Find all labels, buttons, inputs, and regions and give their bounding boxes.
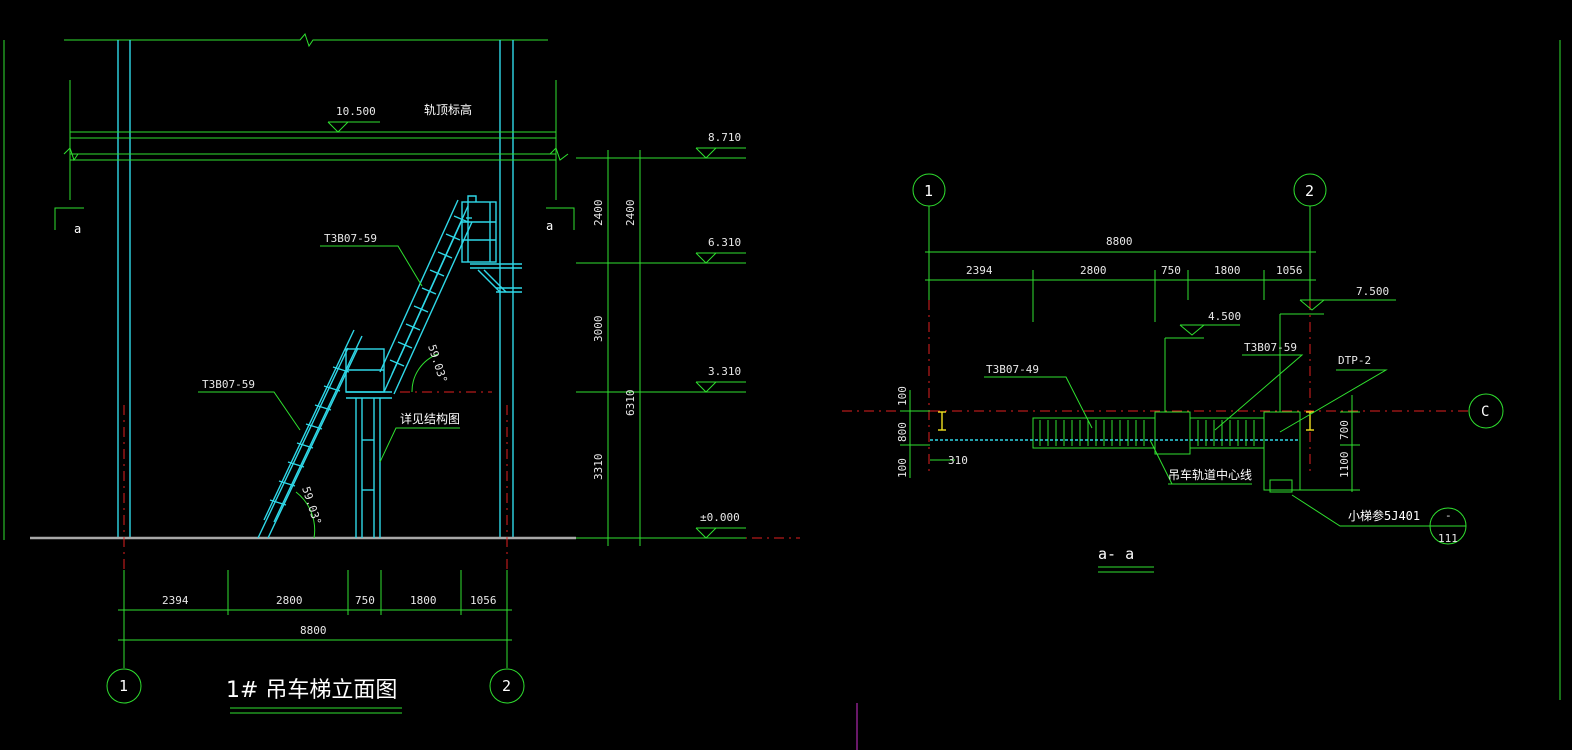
level-6310: 6.310 bbox=[708, 236, 741, 249]
crane-beam bbox=[63, 80, 569, 200]
svg-text:2400: 2400 bbox=[592, 200, 605, 227]
vertical-dimensions: 2400 3000 3310 2400 6310 bbox=[592, 150, 641, 546]
section-dimensions: 8800 2394 2800 750 1800 1056 bbox=[925, 235, 1316, 322]
svg-text:100: 100 bbox=[896, 458, 909, 478]
svg-text:a: a bbox=[74, 222, 81, 236]
svg-text:2800: 2800 bbox=[276, 594, 303, 607]
svg-text:DTP-2: DTP-2 bbox=[1338, 354, 1371, 367]
level-8710: 8.710 bbox=[708, 131, 741, 144]
angle-arc-upper bbox=[411, 353, 439, 393]
rail-top-label: 轨顶标高 bbox=[424, 102, 472, 117]
svg-text:8800: 8800 bbox=[1106, 235, 1133, 248]
section-mark-left: a bbox=[54, 207, 84, 236]
rail-marks bbox=[938, 411, 1314, 431]
svg-text:3310: 3310 bbox=[592, 454, 605, 481]
svg-text:a: a bbox=[546, 219, 553, 233]
svg-text:4.500: 4.500 bbox=[1208, 310, 1241, 323]
landing-support bbox=[355, 398, 381, 538]
svg-text:100: 100 bbox=[896, 386, 909, 406]
svg-text:吊车轨道中心线: 吊车轨道中心线 bbox=[1168, 467, 1252, 482]
svg-text:T3B07-59: T3B07-59 bbox=[202, 378, 255, 391]
stair-ref-lower-callout: T3B07-59 bbox=[198, 378, 301, 431]
svg-text:-: - bbox=[1445, 509, 1452, 522]
lower-stair bbox=[257, 329, 363, 539]
level-3310: 3.310 bbox=[708, 365, 741, 378]
section-title: a- a bbox=[1098, 545, 1134, 563]
svg-text:750: 750 bbox=[355, 594, 375, 607]
section-callouts: T3B07-49 T3B07-59 DTP-2 吊车轨道中心线 小梯参5J401 bbox=[984, 341, 1430, 527]
section-left-dims: 100 800 100 310 bbox=[896, 386, 968, 478]
svg-text:T3B07-59: T3B07-59 bbox=[324, 232, 377, 245]
stair-ref-upper-callout: T3B07-59 bbox=[320, 232, 423, 287]
svg-text:T3B07-49: T3B07-49 bbox=[986, 363, 1039, 376]
level-marks: 8.710 6.310 3.310 ±0.000 bbox=[576, 131, 746, 539]
svg-text:T3B07-59: T3B07-59 bbox=[1244, 341, 1297, 354]
svg-text:2394: 2394 bbox=[162, 594, 189, 607]
svg-text:1056: 1056 bbox=[470, 594, 497, 607]
svg-text:8800: 8800 bbox=[300, 624, 327, 637]
angle-arc-lower bbox=[295, 491, 316, 539]
svg-text:6310: 6310 bbox=[624, 390, 637, 417]
svg-text:310: 310 bbox=[948, 454, 968, 467]
svg-text:800: 800 bbox=[896, 422, 909, 442]
upper-stair bbox=[379, 199, 473, 395]
section-levels: 4.500 7.500 bbox=[1164, 285, 1396, 412]
rail-top-level-mark: 10.500 轨顶标高 bbox=[327, 102, 472, 133]
axis-bubble-2 bbox=[489, 668, 525, 704]
svg-text:1100: 1100 bbox=[1338, 452, 1351, 479]
section-axis-c bbox=[1468, 393, 1504, 429]
svg-text:2400: 2400 bbox=[624, 200, 637, 227]
svg-text:2394: 2394 bbox=[966, 264, 993, 277]
svg-text:详见结构图: 详见结构图 bbox=[400, 411, 460, 426]
horizontal-dimensions: 2394 2800 750 1800 1056 8800 bbox=[118, 570, 512, 645]
svg-text:3000: 3000 bbox=[592, 316, 605, 343]
svg-text:1800: 1800 bbox=[410, 594, 437, 607]
rail-top-level: 10.500 bbox=[336, 105, 376, 118]
elevation-view: 10.500 轨顶标高 a a bbox=[30, 32, 800, 714]
section-mark-right: a bbox=[546, 207, 575, 233]
svg-text:2: 2 bbox=[1305, 182, 1314, 200]
svg-text:1: 1 bbox=[119, 677, 128, 695]
svg-text:111: 111 bbox=[1438, 532, 1458, 545]
section-right-dims: 700 1100 bbox=[1300, 395, 1360, 492]
structure-note-callout: 详见结构图 bbox=[379, 411, 460, 463]
top-cage bbox=[461, 195, 522, 293]
axis-bubble-1 bbox=[106, 668, 142, 704]
svg-text:7.500: 7.500 bbox=[1356, 285, 1389, 298]
angle-upper-label: 59.03° bbox=[425, 343, 450, 385]
svg-text:1056: 1056 bbox=[1276, 264, 1303, 277]
section-view: 1 2 8800 2394 2800 750 1800 1056 4. bbox=[842, 173, 1504, 573]
svg-text:小梯参5J401: 小梯参5J401 bbox=[1348, 508, 1420, 523]
svg-text:2800: 2800 bbox=[1080, 264, 1107, 277]
svg-text:C: C bbox=[1481, 404, 1489, 420]
svg-text:750: 750 bbox=[1161, 264, 1181, 277]
svg-text:2: 2 bbox=[502, 677, 511, 695]
elevation-title: 1# 吊车梯立面图 bbox=[226, 678, 397, 703]
angle-lower-label: 59.03° bbox=[299, 485, 324, 527]
level-0000: ±0.000 bbox=[700, 511, 740, 524]
svg-text:1: 1 bbox=[924, 182, 933, 200]
svg-text:1800: 1800 bbox=[1214, 264, 1241, 277]
columns bbox=[117, 40, 514, 538]
svg-text:700: 700 bbox=[1338, 420, 1351, 440]
top-beam-line bbox=[64, 32, 548, 48]
stair-plan bbox=[930, 411, 1301, 493]
